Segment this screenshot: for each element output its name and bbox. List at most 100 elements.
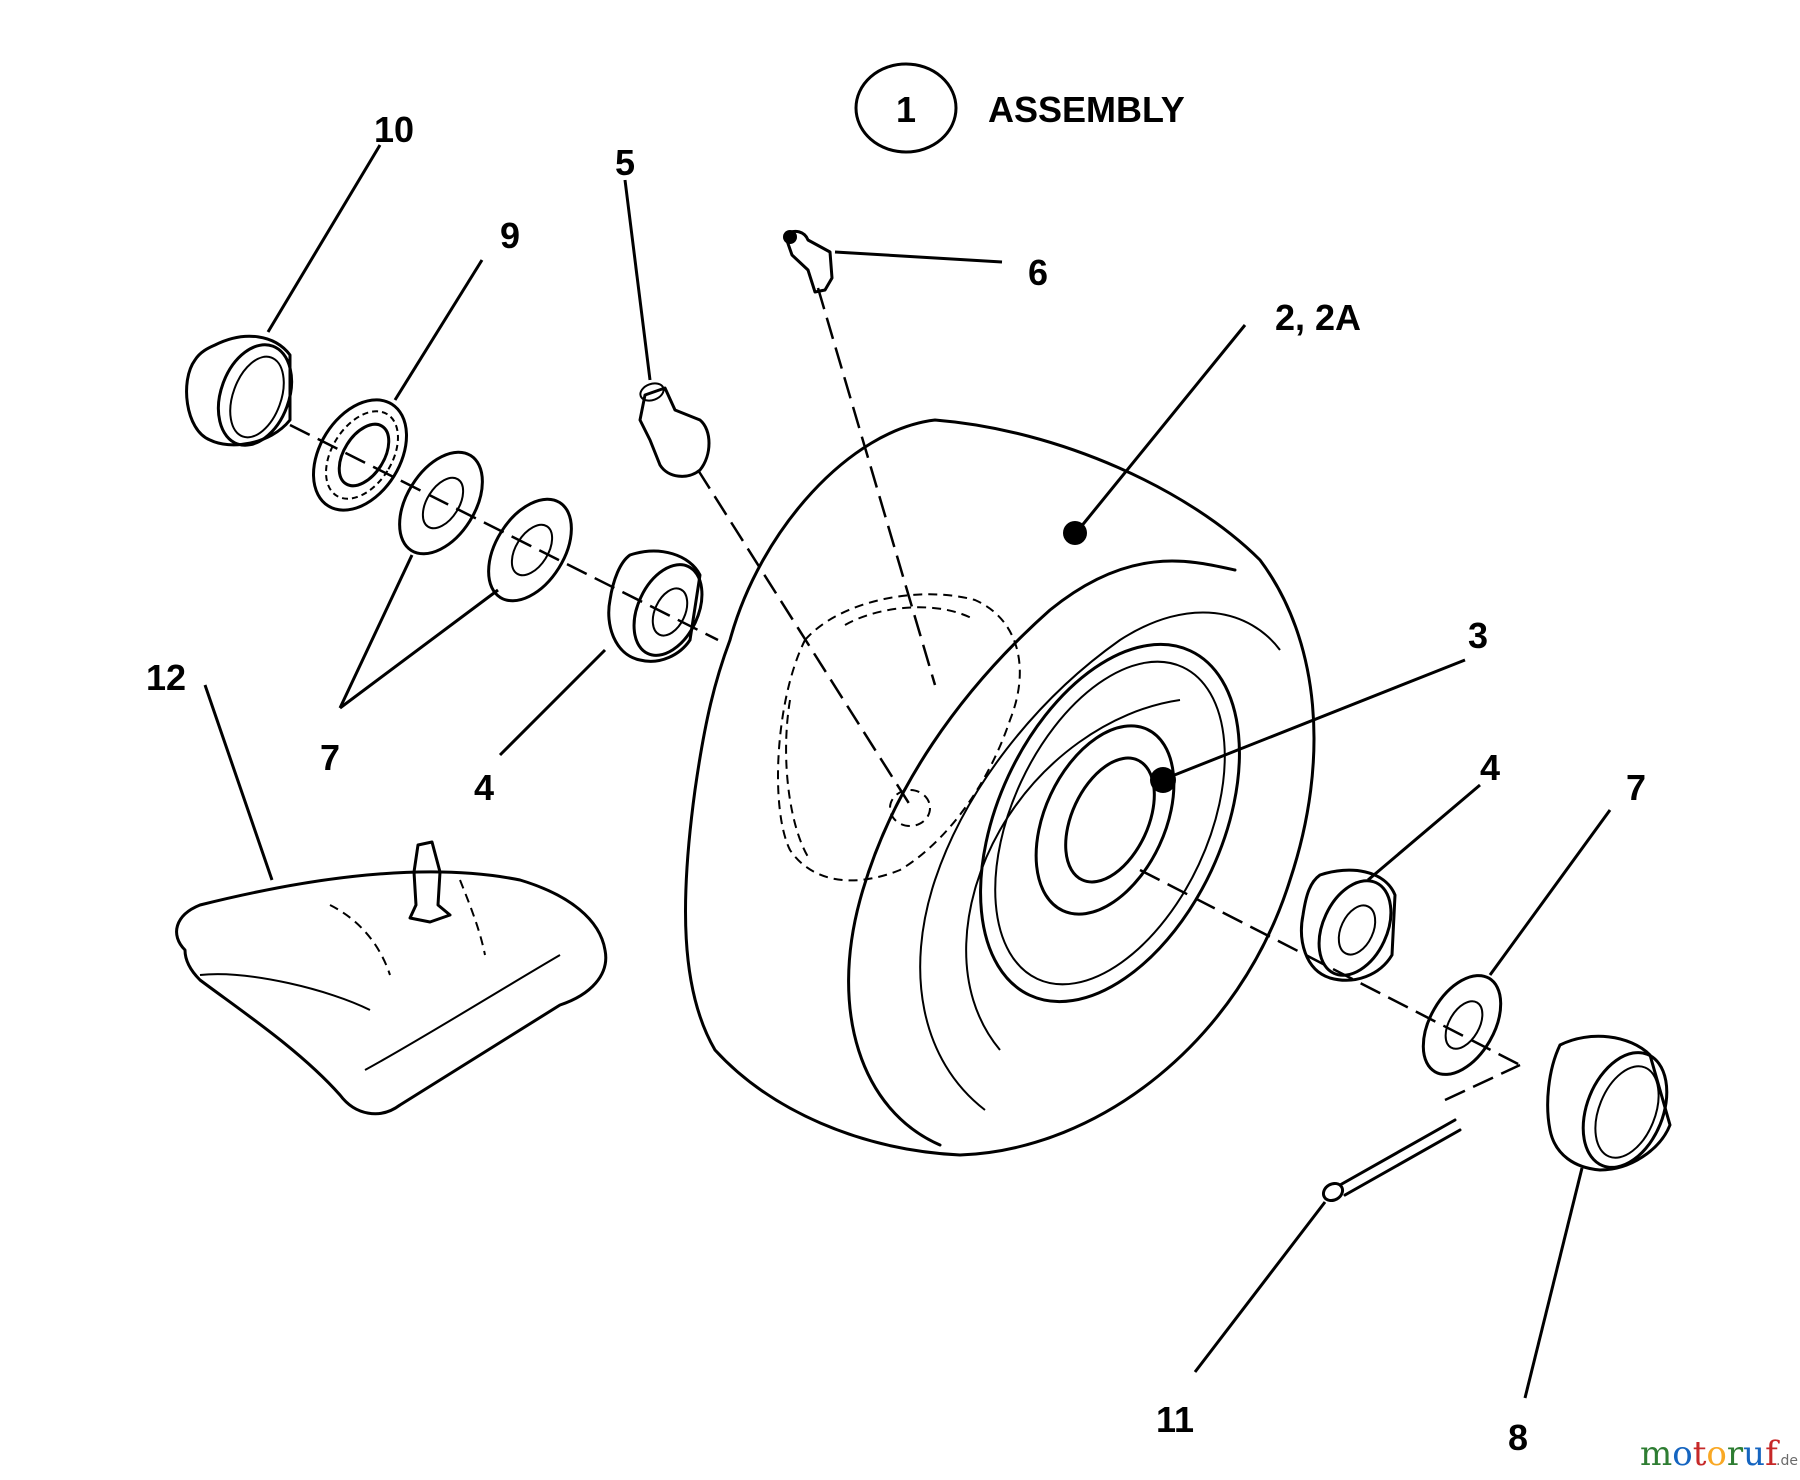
callout-4-right: 4 <box>1480 747 1500 788</box>
valve-stem-cap <box>639 382 665 402</box>
flange-bearing-left-bore <box>651 587 689 637</box>
cotter-pin-body <box>1338 1118 1462 1197</box>
flange-bearing-left <box>607 549 704 663</box>
watermark: motoruf .de <box>1640 1434 1798 1474</box>
leader-7-left-a <box>338 554 414 709</box>
callout-labels: 10 9 5 6 2, 2A 7 12 4 3 4 7 11 8 <box>146 109 1646 1458</box>
flange-bearing-right-bore <box>1337 904 1377 956</box>
washer-right-outer <box>1421 974 1503 1076</box>
watermark-letter: o <box>1706 1434 1726 1474</box>
callout-4-left: 4 <box>474 767 494 808</box>
hidden-rear-hub-ring <box>785 606 976 861</box>
flange-bearing-right <box>1299 868 1397 982</box>
leader-10 <box>266 144 382 333</box>
rim-hub-ring <box>1034 724 1176 916</box>
washer-left-b-outer <box>487 497 573 603</box>
valve-stem-center-line <box>696 469 912 806</box>
bushing-left-face <box>216 343 294 447</box>
rim-inner-lip <box>994 660 1226 986</box>
leader-5 <box>623 179 652 381</box>
assembly-note-label: ASSEMBLY <box>988 89 1185 130</box>
bushing-left-bore <box>229 355 285 439</box>
hidden-rear-hub <box>777 593 1021 882</box>
callout-6: 6 <box>1028 252 1048 293</box>
washer-left-a-outer <box>398 450 484 556</box>
leader-4-left <box>498 648 607 757</box>
assembly-note-circle <box>854 62 958 154</box>
grease-fitting <box>783 229 834 294</box>
bushing-right <box>1546 1034 1672 1172</box>
callout-5: 5 <box>615 142 635 183</box>
inner-tube-outline <box>175 870 608 1116</box>
bushing-right-face <box>1581 1051 1669 1169</box>
bearing-balls-ring <box>325 410 399 500</box>
leader-lines <box>203 144 1612 1399</box>
inner-tube <box>175 840 608 1116</box>
watermark-text: motoruf <box>1640 1434 1780 1474</box>
washer-left-a <box>398 450 484 556</box>
hidden-valve-hole <box>889 789 931 827</box>
grease-fitting-center-line <box>816 287 937 686</box>
washer-left-a-inner <box>421 476 465 530</box>
callout-8: 8 <box>1508 1417 1528 1458</box>
grease-fitting-tip <box>783 230 797 244</box>
watermark-tld: .de <box>1776 1453 1798 1469</box>
watermark-letter: u <box>1743 1434 1765 1474</box>
callout-2-2a: 2, 2A <box>1275 297 1361 338</box>
watermark-letter: m <box>1640 1434 1672 1474</box>
tire-tread-inner <box>919 611 1281 1111</box>
callout-9: 9 <box>500 215 520 256</box>
inner-tube-hidden-fold <box>329 879 486 976</box>
valve-stem <box>638 382 711 478</box>
watermark-letter: t <box>1693 1434 1707 1474</box>
callout-7-right: 7 <box>1626 767 1646 808</box>
cotter-pin-eye <box>1321 1181 1345 1203</box>
bushing-left-body <box>185 334 292 447</box>
cotter-pin-center-line <box>1444 1063 1521 1102</box>
bearing-inner <box>337 422 391 488</box>
bushing-right-bore <box>1594 1065 1660 1159</box>
flange-bearing-left-body <box>607 549 702 663</box>
tire-body-outline <box>683 418 1316 1157</box>
flange-bearing-left-face <box>632 563 704 657</box>
inner-tube-valve <box>408 840 452 924</box>
leader-3 <box>1171 658 1466 778</box>
washer-right-inner <box>1444 1000 1484 1050</box>
leader-2 <box>1078 324 1247 529</box>
leader-6 <box>834 250 1003 264</box>
washer-left-b-inner <box>510 523 554 577</box>
assembly-note-number: 1 <box>896 89 916 130</box>
cotter-pin <box>1321 1118 1462 1203</box>
leader-7-left-b <box>339 588 499 710</box>
axle-center-line <box>289 423 1521 1067</box>
leader-11 <box>1193 1201 1327 1373</box>
bushing-left <box>185 334 294 447</box>
tire-rim-flange <box>965 699 1181 1051</box>
bushing-right-body <box>1546 1034 1672 1172</box>
valve-stem-body <box>638 386 711 478</box>
leader-8 <box>1523 1167 1584 1399</box>
rim-callout-dot <box>1150 767 1176 793</box>
callout-12: 12 <box>146 657 186 698</box>
leader-4-right <box>1367 783 1481 882</box>
flange-bearing-right-body <box>1299 868 1397 982</box>
wheel-rim <box>979 642 1241 1004</box>
leader-9 <box>393 259 484 401</box>
callout-11: 11 <box>1156 1399 1194 1440</box>
watermark-letter: f <box>1765 1434 1780 1474</box>
tire-front-sidewall <box>847 559 1237 1147</box>
inner-tube-fold <box>199 954 561 1071</box>
rim-outer-lip <box>979 642 1241 1004</box>
assembly-note: 1 ASSEMBLY <box>854 62 1185 154</box>
callout-3: 3 <box>1468 615 1488 656</box>
washer-left-b <box>487 497 573 603</box>
watermark-letter: o <box>1672 1434 1692 1474</box>
callout-7-left: 7 <box>320 737 340 778</box>
bearing <box>312 398 408 512</box>
rim-hub-bore <box>1064 756 1156 884</box>
watermark-letter: r <box>1727 1434 1744 1474</box>
tire <box>683 418 1316 1157</box>
flange-bearing-right-face <box>1317 879 1393 977</box>
leader-12 <box>203 684 274 881</box>
